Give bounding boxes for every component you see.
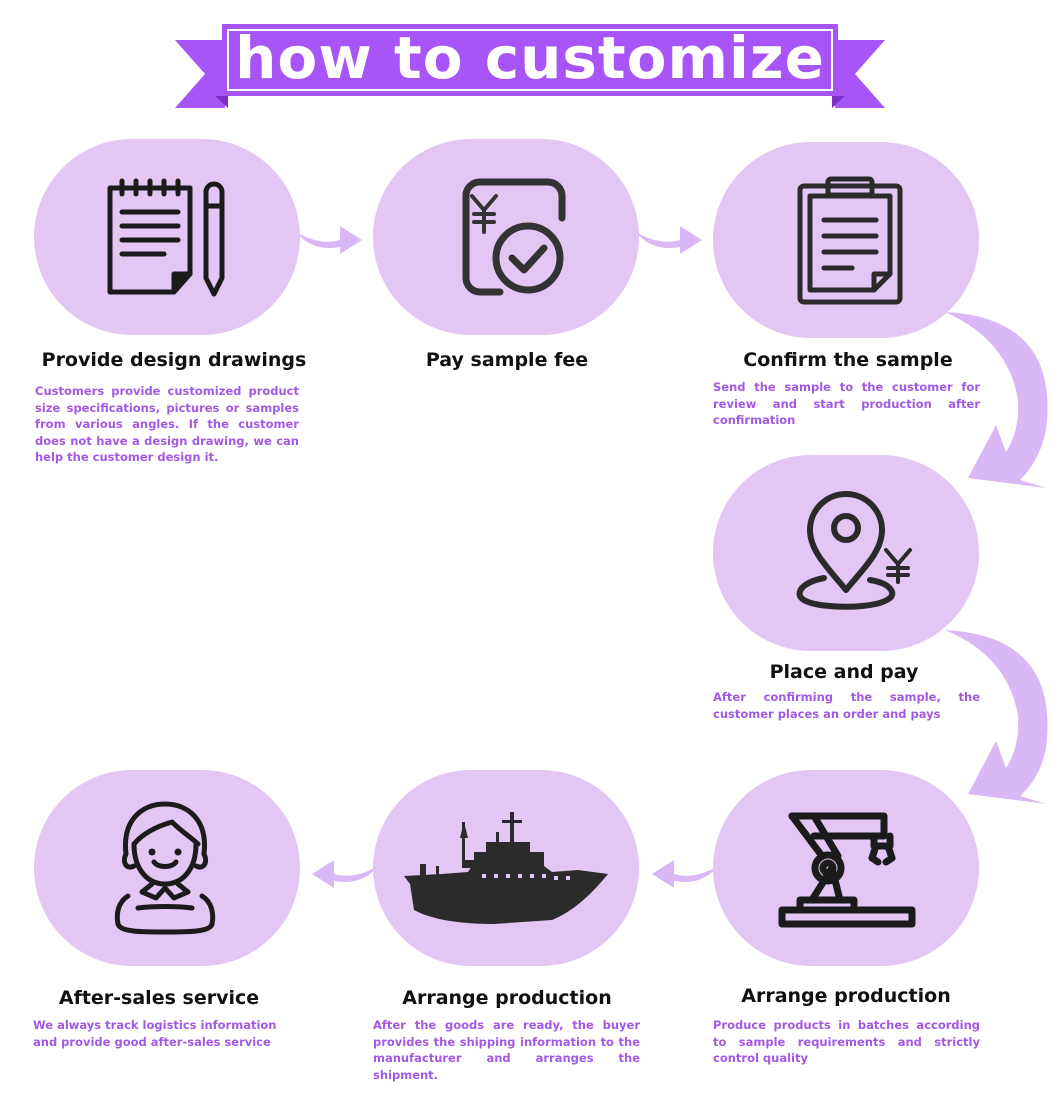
step-2-title: Pay sample fee [425,349,589,371]
arrow-right-2 [636,226,702,254]
clipboard-icon [797,176,903,305]
arrow-right-1 [296,226,362,254]
step-7-title: After-sales service [58,987,260,1009]
step-3-desc: Send the sample to the customer for revi… [713,380,980,427]
arrow-curve-down-2 [945,630,1048,804]
location-pin-yen-icon [796,491,912,610]
title-banner: how to customize [0,0,1060,115]
cargo-ship-icon [404,812,608,924]
yen-payment-check-icon [462,178,566,296]
step-6-desc: After the goods are ready, the buyer pro… [373,1018,640,1082]
arrow-curve-down-1 [945,312,1048,488]
step-1-desc: Customers provide customized product siz… [35,384,299,464]
ribbon-shape [175,24,885,108]
step-4-desc: After confirming the sample, the custome… [713,690,980,721]
customer-service-person-icon [114,801,216,935]
step-5-desc: Produce products in batches according to… [713,1018,980,1065]
arrow-left-1 [652,860,718,888]
step-3-bubble [713,142,979,338]
step-5-title: Arrange production [741,985,951,1007]
step-4-bubble [713,455,979,651]
step-1-title: Provide design drawings [41,349,307,371]
step-4-title: Place and pay [769,661,919,683]
step-1-bubble [34,139,300,335]
banner-title: how to customize [235,24,825,92]
step-3-title: Confirm the sample [743,349,953,371]
step-7-desc: We always track logistics information an… [33,1018,277,1049]
robot-arm-icon [778,812,916,928]
step-6-title: Arrange production [402,987,612,1009]
notepad-pencil-icon [107,178,225,297]
step-5-bubble [713,770,979,966]
arrow-left-2 [312,860,378,888]
